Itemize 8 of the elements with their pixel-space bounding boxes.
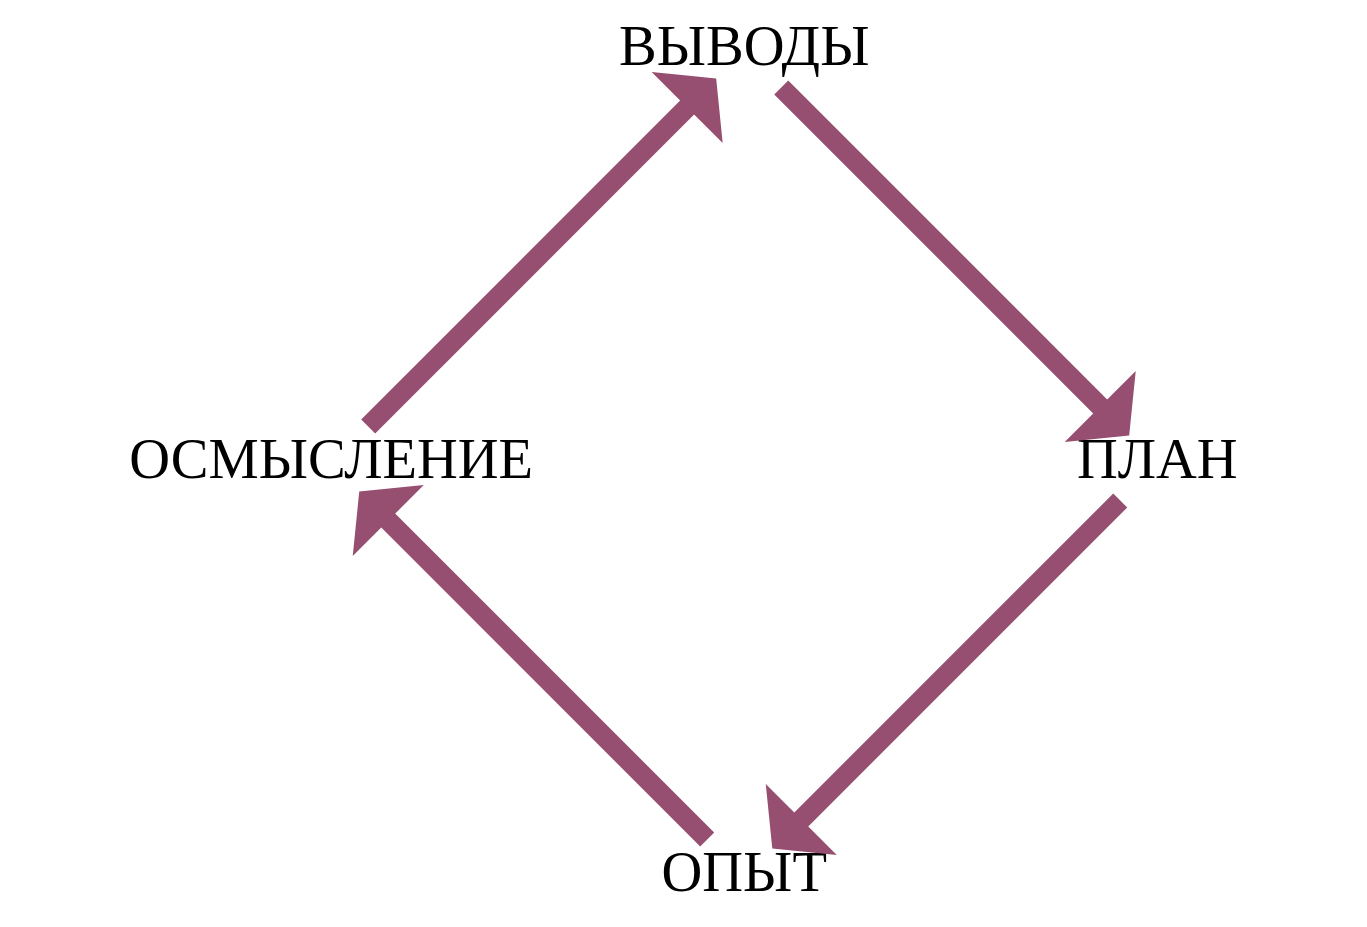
arrow [361, 72, 723, 434]
node-text: ОСМЫСЛЕНИЕ [129, 427, 534, 490]
node-text: ПЛАН [1076, 427, 1238, 490]
node-text: ОПЫТ [661, 840, 827, 903]
arrow [765, 493, 1128, 855]
node-text: ВЫВОДЫ [619, 14, 870, 77]
arrow [352, 485, 715, 847]
arrow [774, 80, 1136, 442]
